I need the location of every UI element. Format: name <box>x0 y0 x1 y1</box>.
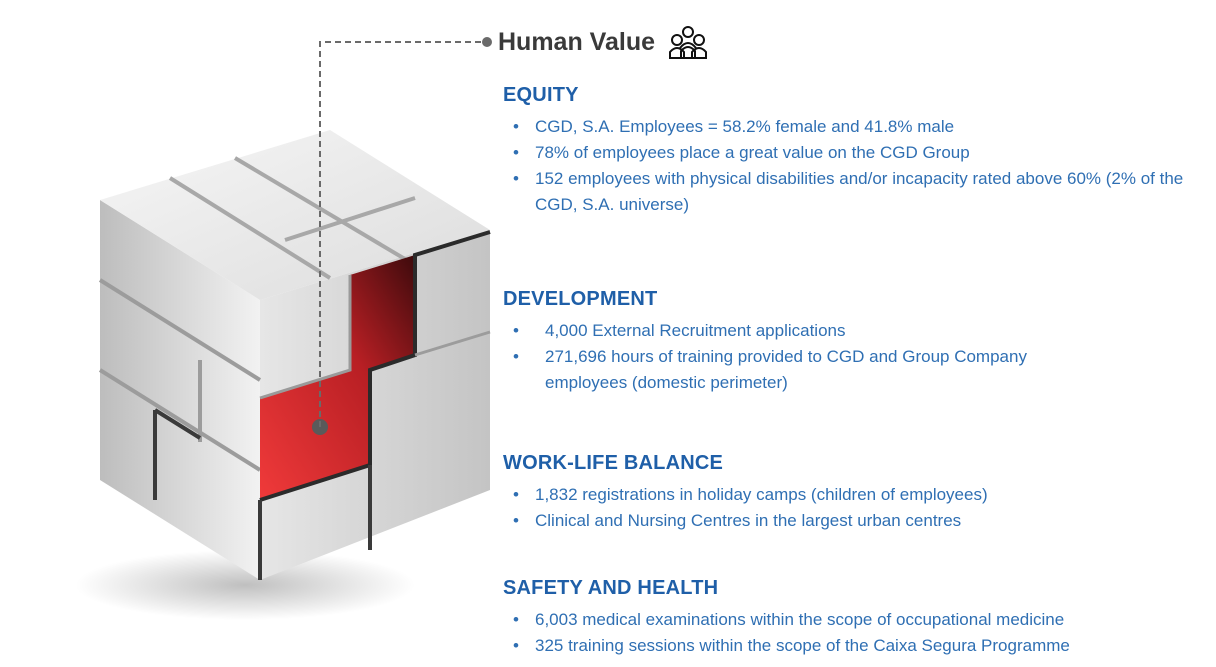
equity-list: CGD, S.A. Employees = 58.2% female and 4… <box>503 114 1215 218</box>
human-value-heading: Human Value <box>498 24 707 60</box>
people-group-icon <box>669 24 707 60</box>
list-item: Clinical and Nursing Centres in the larg… <box>513 508 988 534</box>
cube-left-face <box>100 200 260 580</box>
list-item: 271,696 hours of training provided to CG… <box>513 344 1105 396</box>
cube-illustration <box>60 80 540 640</box>
section-title-work-life-balance: WORK-LIFE BALANCE <box>503 452 724 474</box>
development-list: 4,000 External Recruitment applications … <box>503 318 1105 396</box>
list-item: 325 training sessions within the scope o… <box>513 633 1070 659</box>
section-development: DEVELOPMENT 4,000 External Recruitment a… <box>503 288 1105 396</box>
work-life-balance-list: 1,832 registrations in holiday camps (ch… <box>503 482 988 534</box>
section-title-equity: EQUITY <box>503 84 579 106</box>
leader-end-dot <box>482 37 492 47</box>
list-item: 152 employees with physical disabilities… <box>513 166 1215 218</box>
cube-shadow <box>75 550 415 620</box>
list-item: CGD, S.A. Employees = 58.2% female and 4… <box>513 114 1215 140</box>
section-safety-and-health: SAFETY AND HEALTH 6,003 medical examinat… <box>503 577 1070 659</box>
safety-and-health-list: 6,003 medical examinations within the sc… <box>503 607 1070 659</box>
section-equity: EQUITY CGD, S.A. Employees = 58.2% femal… <box>503 84 1215 218</box>
cube-top-face <box>100 130 490 300</box>
section-work-life-balance: WORK-LIFE BALANCE 1,832 registrations in… <box>503 452 988 534</box>
list-item: 1,832 registrations in holiday camps (ch… <box>513 482 988 508</box>
cube-svg <box>75 130 491 620</box>
section-title-safety-and-health: SAFETY AND HEALTH <box>503 577 719 599</box>
list-item: 4,000 External Recruitment applications <box>513 318 1105 344</box>
cube-red-block <box>260 255 415 500</box>
section-title-development: DEVELOPMENT <box>503 288 658 310</box>
list-item: 6,003 medical examinations within the sc… <box>513 607 1070 633</box>
page-title: Human Value <box>498 27 655 56</box>
cube-right-face <box>260 230 490 580</box>
list-item: 78% of employees place a great value on … <box>513 140 1215 166</box>
